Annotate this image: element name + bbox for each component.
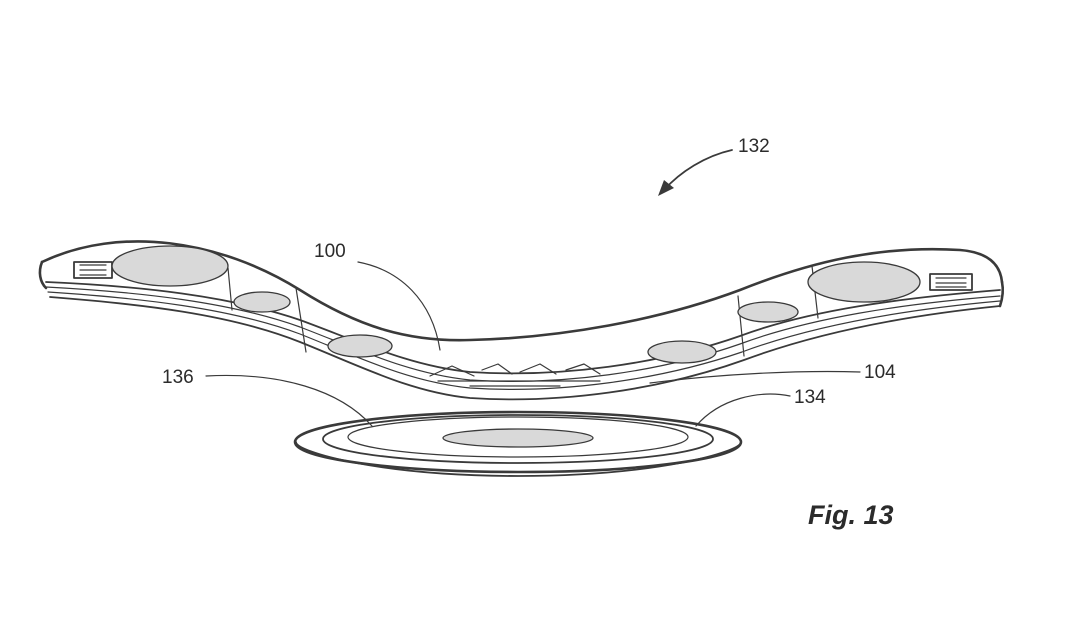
- label-132: 132: [738, 136, 770, 157]
- leader-arrow-132: [663, 149, 733, 191]
- arrowhead-icon: [658, 180, 674, 196]
- curved-body: [38, 240, 1005, 401]
- leader-line-100: [357, 261, 441, 351]
- label-100: 100: [314, 241, 346, 262]
- label-134-group: 134: [695, 387, 826, 427]
- label-132-group: 132: [658, 136, 770, 196]
- label-104: 104: [864, 362, 896, 383]
- leader-line-134: [695, 393, 791, 427]
- label-134: 134: [794, 387, 826, 408]
- label-100-group: 100: [314, 241, 441, 351]
- figure-caption: Fig. 13: [808, 500, 894, 530]
- label-136: 136: [162, 367, 194, 388]
- disc: [293, 410, 743, 477]
- label-104-group: 104: [649, 362, 896, 384]
- leader-line-136: [205, 374, 373, 427]
- label-136-group: 136: [162, 367, 373, 427]
- leader-line-104: [649, 370, 861, 384]
